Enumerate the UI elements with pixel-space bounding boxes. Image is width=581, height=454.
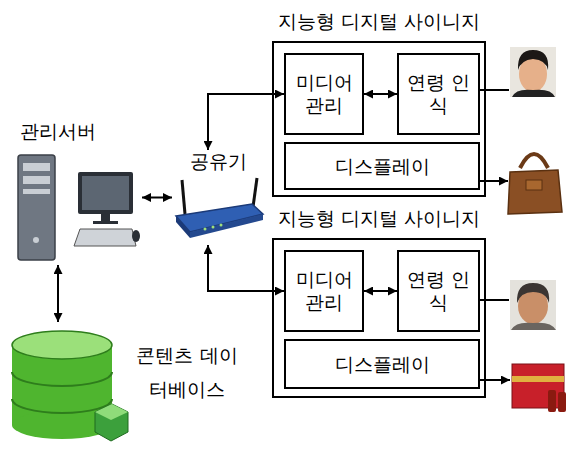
keyboard <box>74 229 136 246</box>
gift-band <box>512 376 564 382</box>
mouse <box>132 230 140 242</box>
heading-text: 지능형 디지털 사이니지 <box>244 207 514 230</box>
module-box: 미디어 관리 <box>284 53 364 135</box>
leader-line <box>478 89 509 91</box>
bottle <box>558 392 566 412</box>
bag-body <box>508 170 562 214</box>
monitor-base <box>93 221 118 224</box>
signage-box: 지능형 디지털 사이니지미디어 관리연령 인식디스플레이 <box>272 41 486 197</box>
router-icon <box>176 178 263 238</box>
led <box>204 228 207 231</box>
drive-bay <box>23 189 50 194</box>
database-node: 콘텐츠 데이터베이스 <box>5 322 245 446</box>
face-photo <box>510 47 556 97</box>
module-box: 연령 인식 <box>397 53 480 135</box>
monitor-stand <box>101 214 110 222</box>
node-label: 디스플레이 <box>335 353 430 376</box>
connector-arrow <box>364 93 397 95</box>
face-photo <box>510 280 556 330</box>
display-box: 디스플레이 <box>284 339 480 389</box>
signage-box: 지능형 디지털 사이니지미디어 관리연령 인식디스플레이 <box>272 238 486 398</box>
module-box: 미디어 관리 <box>284 250 364 332</box>
server-node: 관리서버 <box>10 118 142 265</box>
server-tower <box>18 155 55 260</box>
cube-top <box>95 404 128 420</box>
heading-text: 지능형 디지털 사이니지 <box>244 10 514 33</box>
bottle <box>548 390 556 412</box>
bag-flap <box>526 180 542 190</box>
power-button <box>33 237 39 243</box>
monitor <box>78 172 133 214</box>
node-label: 미디어 관리 <box>292 268 357 314</box>
cube <box>95 404 128 441</box>
node-label: 미디어 관리 <box>292 71 357 117</box>
node-label: 공유기 <box>172 150 264 173</box>
bag-photo <box>508 154 562 214</box>
led <box>220 224 223 227</box>
node-label: 콘텐츠 데이터베이스 <box>129 338 245 406</box>
server-icon <box>18 155 140 260</box>
product-photo <box>512 364 566 412</box>
router-side <box>176 216 190 238</box>
router-node: 공유기 <box>172 150 264 245</box>
database-icon <box>12 331 128 441</box>
leader-line <box>478 299 509 301</box>
db-top <box>12 331 112 359</box>
drive-bay <box>23 176 50 184</box>
monitor-screen <box>82 176 129 210</box>
shirt <box>512 90 555 97</box>
photo-ground <box>510 47 556 97</box>
node-label: 연령 인식 <box>406 268 471 314</box>
router-front <box>190 214 263 238</box>
connector-arrow <box>364 290 397 292</box>
hair <box>517 283 549 303</box>
db-band <box>12 372 112 386</box>
connector-arrow <box>142 197 172 199</box>
antenna <box>182 180 185 214</box>
photo-ground <box>510 280 556 330</box>
node-label: 디스플레이 <box>335 155 430 178</box>
gift-box <box>512 364 564 408</box>
antenna <box>253 178 257 207</box>
module-box: 연령 인식 <box>397 250 480 332</box>
bag-handle <box>520 154 548 168</box>
display-box: 디스플레이 <box>284 142 480 190</box>
node-label: 연령 인식 <box>406 71 471 117</box>
leader-arrow <box>478 379 510 381</box>
led <box>212 226 215 229</box>
leader-arrow <box>478 180 508 182</box>
drive-bay <box>23 163 50 171</box>
connector-arrow <box>57 265 59 322</box>
shirt <box>511 323 556 330</box>
node-label: 관리서버 <box>10 120 106 143</box>
hair <box>518 50 548 70</box>
